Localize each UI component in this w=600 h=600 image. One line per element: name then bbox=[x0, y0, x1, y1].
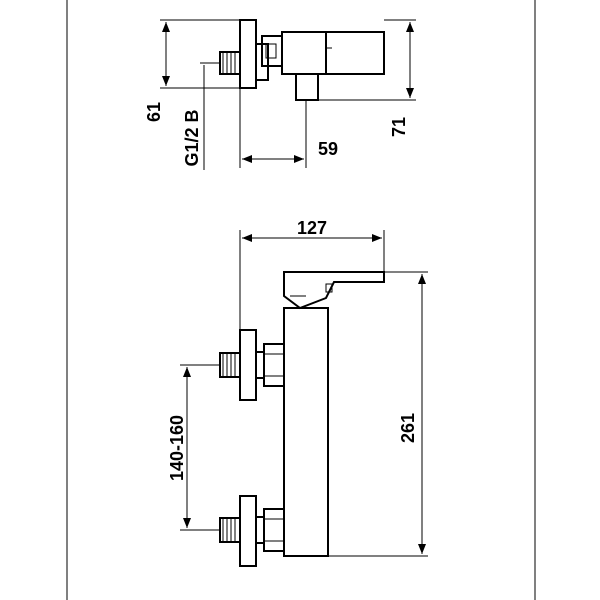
front-lower-connector bbox=[219, 495, 285, 567]
dim-label-71: 71 bbox=[389, 117, 409, 137]
top-lever-handle bbox=[325, 31, 385, 75]
top-thread-connector bbox=[219, 51, 241, 75]
top-nut bbox=[261, 35, 283, 67]
front-lever-handle bbox=[283, 271, 385, 310]
front-upper-connector bbox=[219, 329, 285, 401]
top-wall-flange bbox=[239, 19, 257, 89]
top-outlet bbox=[295, 73, 319, 101]
front-view: 127 261 140-160 bbox=[167, 218, 428, 567]
dim-label-61: 61 bbox=[144, 102, 164, 122]
dim-label-140-160: 140-160 bbox=[167, 415, 187, 481]
dim-label-261: 261 bbox=[398, 413, 418, 443]
dim-label-59: 59 bbox=[318, 139, 338, 159]
top-view: 61 G1/2 B 59 71 bbox=[144, 19, 416, 170]
dim-label-127: 127 bbox=[297, 218, 327, 238]
dim-label-thread: G1/2 B bbox=[182, 109, 202, 166]
front-mixer-body bbox=[283, 307, 329, 557]
top-mixer-body bbox=[281, 31, 327, 75]
